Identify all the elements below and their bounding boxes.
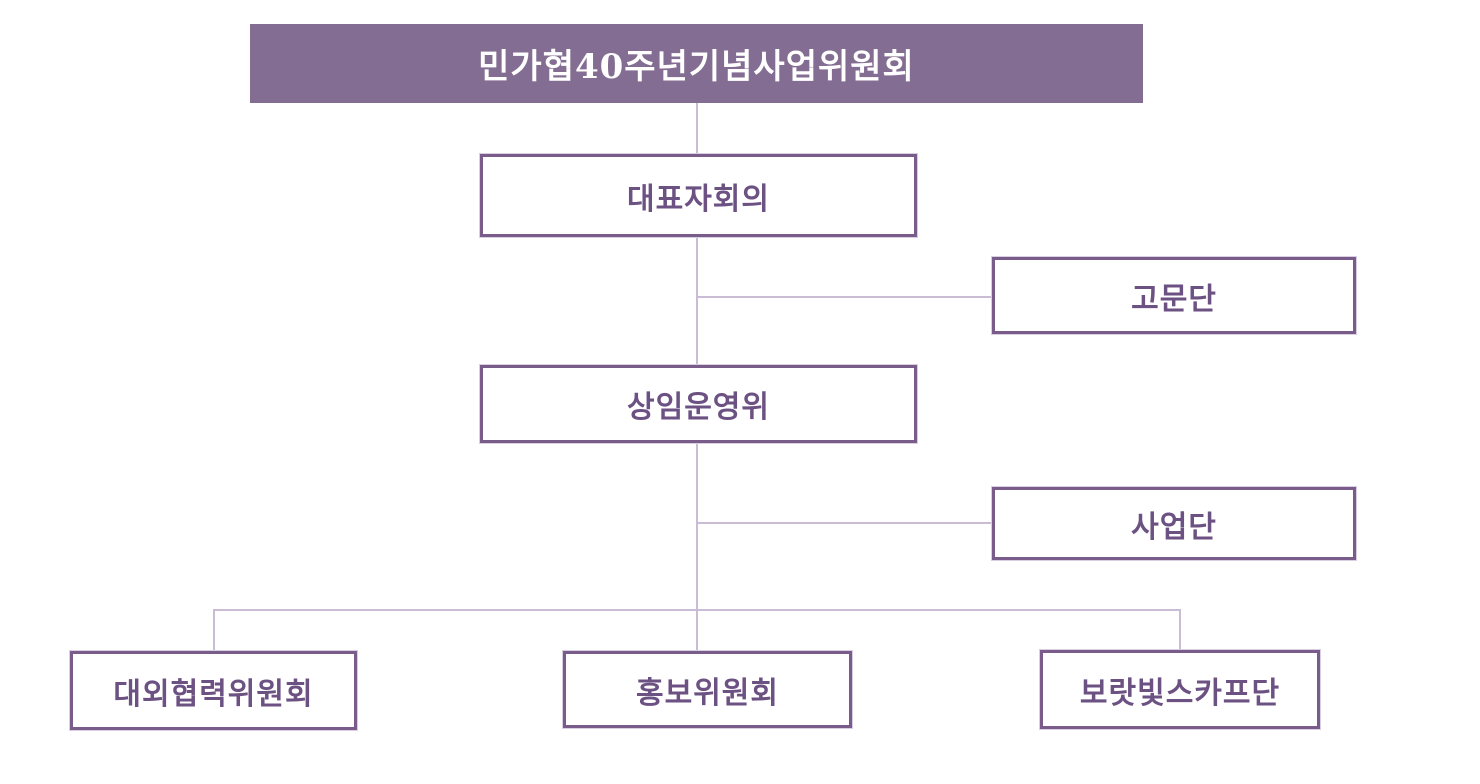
- connector-drop-scarf: [1179, 609, 1181, 651]
- org-node-label: 사업단: [1131, 509, 1217, 545]
- org-node-public-relations-committee: 홍보위원회: [563, 651, 852, 728]
- org-node-label: 상임운영위: [627, 390, 770, 425]
- org-node-label: 대표자회의: [627, 181, 770, 217]
- org-node-anniversary-committee: 민가협40주년기념사업위원회: [250, 24, 1143, 103]
- connector-branch-project: [697, 522, 992, 524]
- org-node-label: 대외협력위원회: [113, 676, 314, 712]
- org-node-purple-scarf-group: 보랏빛스카프단: [1040, 650, 1320, 729]
- connector-drop-external: [213, 609, 215, 652]
- connector-drop-pr: [696, 609, 698, 652]
- org-node-advisory-group: 고문단: [992, 257, 1356, 334]
- connector-root-to-representatives: [696, 103, 698, 154]
- org-node-label: 홍보위원회: [636, 675, 779, 711]
- org-node-label: 고문단: [1131, 281, 1217, 317]
- org-node-standing-steering-committee: 상임운영위: [480, 365, 917, 443]
- connector-representatives-to-steering: [696, 237, 698, 365]
- connector-steering-to-split: [696, 443, 698, 611]
- org-node-representatives-council: 대표자회의: [480, 154, 917, 237]
- connector-branch-advisory: [697, 296, 992, 298]
- org-node-label: 민가협40주년기념사업위원회: [478, 47, 915, 87]
- org-node-label: 보랏빛스카프단: [1079, 675, 1281, 711]
- org-node-project-group: 사업단: [992, 487, 1356, 560]
- org-node-external-cooperation-committee: 대외협력위원회: [70, 651, 357, 730]
